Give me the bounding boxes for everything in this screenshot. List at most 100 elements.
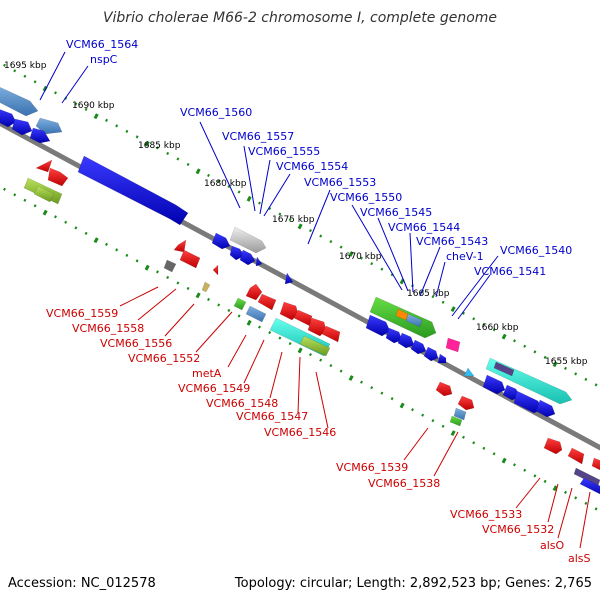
gene-label[interactable]: VCM66_1557 xyxy=(222,130,294,143)
gene-arrow-reverse[interactable] xyxy=(299,335,331,357)
tick-dot xyxy=(319,358,323,362)
tick-dot xyxy=(501,457,507,464)
gene-arrow-reverse[interactable] xyxy=(449,415,463,427)
gene-label[interactable]: VCM66_1553 xyxy=(304,176,376,189)
gene-arrow-forward[interactable] xyxy=(239,249,256,266)
gene-label[interactable]: VCM66_1546 xyxy=(264,426,336,439)
gene-label[interactable]: VCM66_1560 xyxy=(180,106,252,119)
tick-dot xyxy=(399,402,405,409)
tick-dot xyxy=(135,259,139,263)
gene-arrow-forward[interactable] xyxy=(463,367,475,377)
tick-track-forward xyxy=(3,63,598,387)
gene-label[interactable]: VCM66_1559 xyxy=(46,307,118,320)
gene-arrow-reverse[interactable] xyxy=(579,477,600,496)
gene-arrow-forward[interactable] xyxy=(0,108,17,128)
tick-label: 1655 kbp xyxy=(545,357,588,367)
gene-arrow-reverse[interactable] xyxy=(293,309,313,327)
gene-arrow-reverse[interactable] xyxy=(212,264,219,276)
gene-arrow-reverse[interactable] xyxy=(543,437,563,455)
callout-line xyxy=(195,311,233,353)
gene-label[interactable]: nspC xyxy=(90,53,118,66)
callout-line xyxy=(409,232,414,293)
gene-arrow-forward[interactable] xyxy=(35,117,63,135)
gene-arrow-forward[interactable] xyxy=(410,339,427,355)
gene-label[interactable]: alsO xyxy=(540,539,565,552)
gene-arrow-forward[interactable] xyxy=(423,346,439,362)
callout-line xyxy=(243,339,265,384)
gene-label[interactable]: VCM66_1564 xyxy=(66,38,138,51)
gene-label[interactable]: VCM66_1541 xyxy=(474,265,546,278)
tick-dot xyxy=(64,220,68,224)
gene-arrow-forward[interactable] xyxy=(482,374,506,395)
gene-label[interactable]: VCM66_1552 xyxy=(128,352,200,365)
gene-label[interactable]: VCM66_1545 xyxy=(360,206,432,219)
gene-arrow-reverse[interactable] xyxy=(163,259,177,273)
tick-dot xyxy=(166,151,170,156)
gene-arrow-reverse[interactable] xyxy=(245,283,263,301)
gene-arrow-forward[interactable] xyxy=(255,256,263,267)
gene-label[interactable]: VCM66_1538 xyxy=(368,477,440,490)
gene-label[interactable]: VCM66_1550 xyxy=(330,191,402,204)
gene-label[interactable]: VCM66_1548 xyxy=(206,397,278,410)
gene-arrow-reverse[interactable] xyxy=(35,159,53,173)
gene-arrow-forward[interactable] xyxy=(29,127,51,144)
gene-label[interactable]: VCM66_1532 xyxy=(482,523,554,536)
gene-label[interactable]: VCM66_1547 xyxy=(236,410,308,423)
tick-dot xyxy=(144,264,150,271)
gene-arrow-reverse[interactable] xyxy=(591,457,600,472)
gene-arrow-forward[interactable] xyxy=(11,118,33,136)
gene-arrow-forward[interactable] xyxy=(437,353,447,364)
callout-line xyxy=(557,487,573,539)
gene-label[interactable]: VCM66_1533 xyxy=(450,508,522,521)
callout-line xyxy=(457,274,491,320)
gene-arrow-reverse[interactable] xyxy=(233,297,247,311)
tick-label: 1695 kbp xyxy=(4,61,47,71)
gene-arrow-reverse[interactable] xyxy=(201,281,211,293)
gene-label[interactable]: VCM66_1539 xyxy=(336,461,408,474)
gene-arrow-reverse[interactable] xyxy=(47,167,69,187)
tick-dot xyxy=(492,452,496,456)
tick-dot xyxy=(370,262,374,266)
tick-dot xyxy=(74,102,78,106)
gene-label[interactable]: metA xyxy=(192,367,222,380)
gene-label[interactable]: VCM66_1555 xyxy=(248,145,320,158)
gene-arrow-forward[interactable] xyxy=(395,308,409,321)
gene-arrow-forward[interactable] xyxy=(229,226,267,254)
gene-arrow-forward[interactable] xyxy=(229,245,245,261)
gene-arrow-forward[interactable] xyxy=(493,361,515,377)
gene-label[interactable]: VCM66_1554 xyxy=(276,160,348,173)
gene-arrow-reverse[interactable] xyxy=(321,325,341,343)
gene-label[interactable]: VCM66_1556 xyxy=(100,337,172,350)
gene-arrow-forward[interactable] xyxy=(397,332,415,349)
gene-arrow-forward[interactable] xyxy=(535,399,556,418)
gene-arrow-reverse[interactable] xyxy=(179,249,201,269)
tick-dot xyxy=(93,237,99,244)
gene-label[interactable]: VCM66_1558 xyxy=(72,322,144,335)
gene-arrow-forward[interactable] xyxy=(445,337,461,353)
gene-arrow-reverse[interactable] xyxy=(435,381,453,397)
gene-arrow-forward[interactable] xyxy=(365,314,391,337)
gene-label[interactable]: cheV-1 xyxy=(446,250,484,263)
gene-arrow-reverse[interactable] xyxy=(257,293,277,311)
gene-label[interactable]: VCM66_1544 xyxy=(388,221,460,234)
tick-dot xyxy=(23,198,27,202)
gene-arrow-reverse[interactable] xyxy=(245,305,267,323)
gene-arrow-forward[interactable] xyxy=(211,232,231,250)
callout-line xyxy=(61,65,89,104)
gene-arrow-forward[interactable] xyxy=(0,85,39,117)
gene-arrow-reverse[interactable] xyxy=(453,407,467,421)
gene-arrow-reverse[interactable] xyxy=(33,185,55,203)
gene-label[interactable]: alsS xyxy=(568,552,591,565)
gene-arrow-forward[interactable] xyxy=(77,155,189,226)
gene-label[interactable]: VCM66_1540 xyxy=(500,244,572,257)
gene-arrow-forward[interactable] xyxy=(385,327,403,344)
tick-dot xyxy=(246,319,252,326)
gene-arrow-forward[interactable] xyxy=(405,313,423,328)
gene-arrow-reverse[interactable] xyxy=(457,395,475,411)
tick-dot xyxy=(13,69,17,73)
gene-label[interactable]: VCM66_1543 xyxy=(416,235,488,248)
gene-label[interactable]: VCM66_1549 xyxy=(178,382,250,395)
gene-arrow-reverse[interactable] xyxy=(567,447,585,465)
tick-label: 1680 kbp xyxy=(204,179,247,189)
gene-arrow-forward[interactable] xyxy=(284,272,294,285)
